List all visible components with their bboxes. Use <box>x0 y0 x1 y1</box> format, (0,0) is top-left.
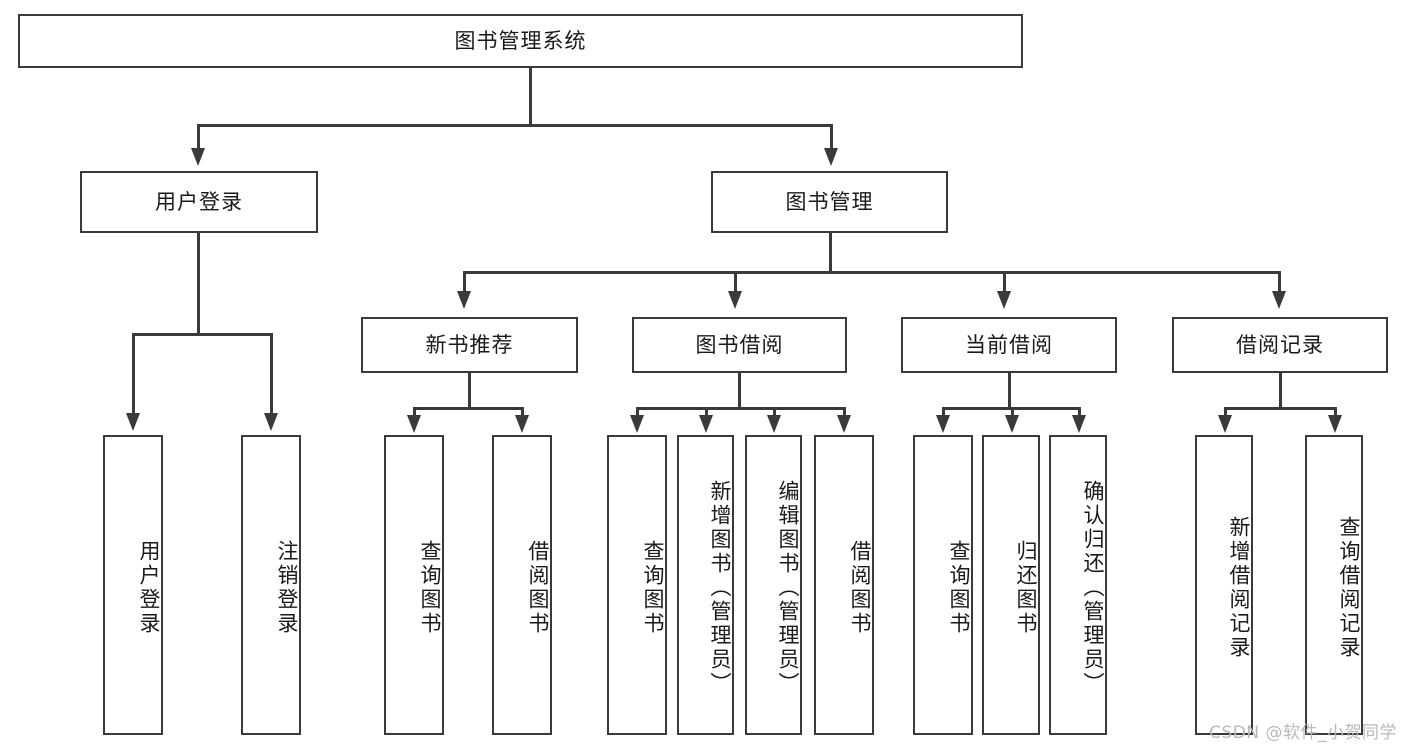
node-label: 当前借阅 <box>965 332 1053 357</box>
node-label: 借阅图书 <box>526 540 550 636</box>
edge-bb-leaf2 <box>705 407 708 419</box>
node-book-management[interactable]: 图书管理 <box>711 171 948 233</box>
arrow-nb-leaf2 <box>515 415 529 433</box>
node-label: 注销登录 <box>275 540 299 636</box>
edge-cb-leaf1 <box>942 407 945 419</box>
node-new-book-recommend[interactable]: 新书推荐 <box>361 317 578 373</box>
node-label: 查询借阅记录 <box>1337 516 1361 660</box>
leaf-bb-query-book[interactable]: 查询图书 <box>607 435 667 735</box>
edge-to-book-borrow <box>734 271 737 293</box>
edge-book-management-stem <box>829 233 832 273</box>
edge-to-leaf-user-login <box>132 333 135 415</box>
node-label: 用户登录 <box>137 540 161 636</box>
arrow-to-new-book <box>457 291 471 309</box>
edge-current-borrow-stem <box>1008 373 1011 409</box>
node-label: 归还图书 <box>1014 540 1038 636</box>
arrow-cb-leaf1 <box>936 415 950 433</box>
leaf-br-add-record[interactable]: 新增借阅记录 <box>1195 435 1253 735</box>
edge-new-book-stem <box>468 373 471 409</box>
edge-cb-leaf2 <box>1011 407 1014 419</box>
node-label: 新书推荐 <box>425 332 514 357</box>
node-label: 新增借阅记录 <box>1227 516 1251 660</box>
edge-nb-leaf1 <box>413 407 416 419</box>
edge-to-user-login <box>197 124 200 150</box>
edge-to-borrow-record <box>1278 271 1281 293</box>
edge-to-leaf-logout <box>270 333 273 415</box>
node-label: 借阅图书 <box>848 540 872 636</box>
node-label: 查询图书 <box>947 540 971 636</box>
arrow-bb-leaf2 <box>699 415 713 433</box>
node-root-system[interactable]: 图书管理系统 <box>18 14 1023 68</box>
arrow-to-current-borrow <box>997 291 1011 309</box>
edge-book-borrow-stem <box>738 373 741 409</box>
leaf-bb-add-book[interactable]: 新增图书（管理员） <box>677 435 734 735</box>
edge-user-login-stem <box>197 233 200 335</box>
edge-to-current-borrow <box>1003 271 1006 293</box>
node-label: 借阅记录 <box>1236 332 1324 357</box>
edge-to-book-manage <box>830 124 833 150</box>
node-label: 新增图书（管理员） <box>708 480 732 696</box>
arrow-bb-leaf3 <box>767 415 781 433</box>
leaf-nb-borrow-book[interactable]: 借阅图书 <box>492 435 552 735</box>
edge-br-leaf2 <box>1334 407 1337 419</box>
arrow-to-book-manage <box>824 148 838 166</box>
edge-bb-leaf4 <box>843 407 846 419</box>
arrow-cb-leaf3 <box>1072 415 1086 433</box>
leaf-user-login[interactable]: 用户登录 <box>103 435 163 735</box>
leaf-logout[interactable]: 注销登录 <box>241 435 301 735</box>
node-label: 图书管理 <box>785 189 874 214</box>
leaf-nb-query-book[interactable]: 查询图书 <box>384 435 444 735</box>
node-current-borrow[interactable]: 当前借阅 <box>901 317 1117 373</box>
leaf-br-query-record[interactable]: 查询借阅记录 <box>1305 435 1363 735</box>
arrow-to-borrow-record <box>1272 291 1286 309</box>
edge-borrow-record-bus <box>1225 407 1337 410</box>
edge-book-borrow-bus <box>637 407 845 410</box>
edge-to-new-book <box>463 271 466 293</box>
node-label: 查询图书 <box>418 540 442 636</box>
node-label: 确认归还（管理员） <box>1081 480 1105 696</box>
edge-cb-leaf3 <box>1078 407 1081 419</box>
arrow-bb-leaf4 <box>837 415 851 433</box>
edge-new-book-bus <box>414 407 524 410</box>
arrow-nb-leaf1 <box>407 415 421 433</box>
edge-book-management-bus <box>464 271 1281 274</box>
node-borrow-record[interactable]: 借阅记录 <box>1172 317 1388 373</box>
leaf-cb-return-book[interactable]: 归还图书 <box>982 435 1040 735</box>
node-label: 图书管理系统 <box>454 28 587 53</box>
node-label: 图书借阅 <box>695 332 784 357</box>
leaf-bb-borrow-book[interactable]: 借阅图书 <box>814 435 874 735</box>
node-user-login[interactable]: 用户登录 <box>80 171 318 233</box>
arrow-cb-leaf2 <box>1005 415 1019 433</box>
leaf-cb-confirm-return[interactable]: 确认归还（管理员） <box>1049 435 1107 735</box>
node-book-borrow[interactable]: 图书借阅 <box>632 317 847 373</box>
arrow-to-user-login <box>191 148 205 166</box>
arrow-to-leaf-logout <box>264 413 278 431</box>
node-label: 用户登录 <box>155 189 243 214</box>
arrow-to-book-borrow <box>728 291 742 309</box>
arrow-to-leaf-user-login <box>126 413 140 431</box>
leaf-bb-edit-book[interactable]: 编辑图书（管理员） <box>745 435 802 735</box>
edge-bb-leaf3 <box>773 407 776 419</box>
edge-bb-leaf1 <box>636 407 639 419</box>
leaf-cb-query-book[interactable]: 查询图书 <box>913 435 973 735</box>
edge-br-leaf1 <box>1224 407 1227 419</box>
edge-borrow-record-stem <box>1279 373 1282 409</box>
node-label: 查询图书 <box>641 540 665 636</box>
arrow-bb-leaf1 <box>630 415 644 433</box>
arrow-br-leaf1 <box>1218 415 1232 433</box>
edge-root-stem <box>529 68 532 126</box>
edge-user-login-bus <box>133 333 273 336</box>
arrow-br-leaf2 <box>1328 415 1342 433</box>
csdn-watermark: CSDN @软件_小贺同学 <box>1209 723 1397 743</box>
node-label: 编辑图书（管理员） <box>776 480 800 696</box>
edge-nb-leaf2 <box>521 407 524 419</box>
edge-root-bus <box>198 124 832 127</box>
